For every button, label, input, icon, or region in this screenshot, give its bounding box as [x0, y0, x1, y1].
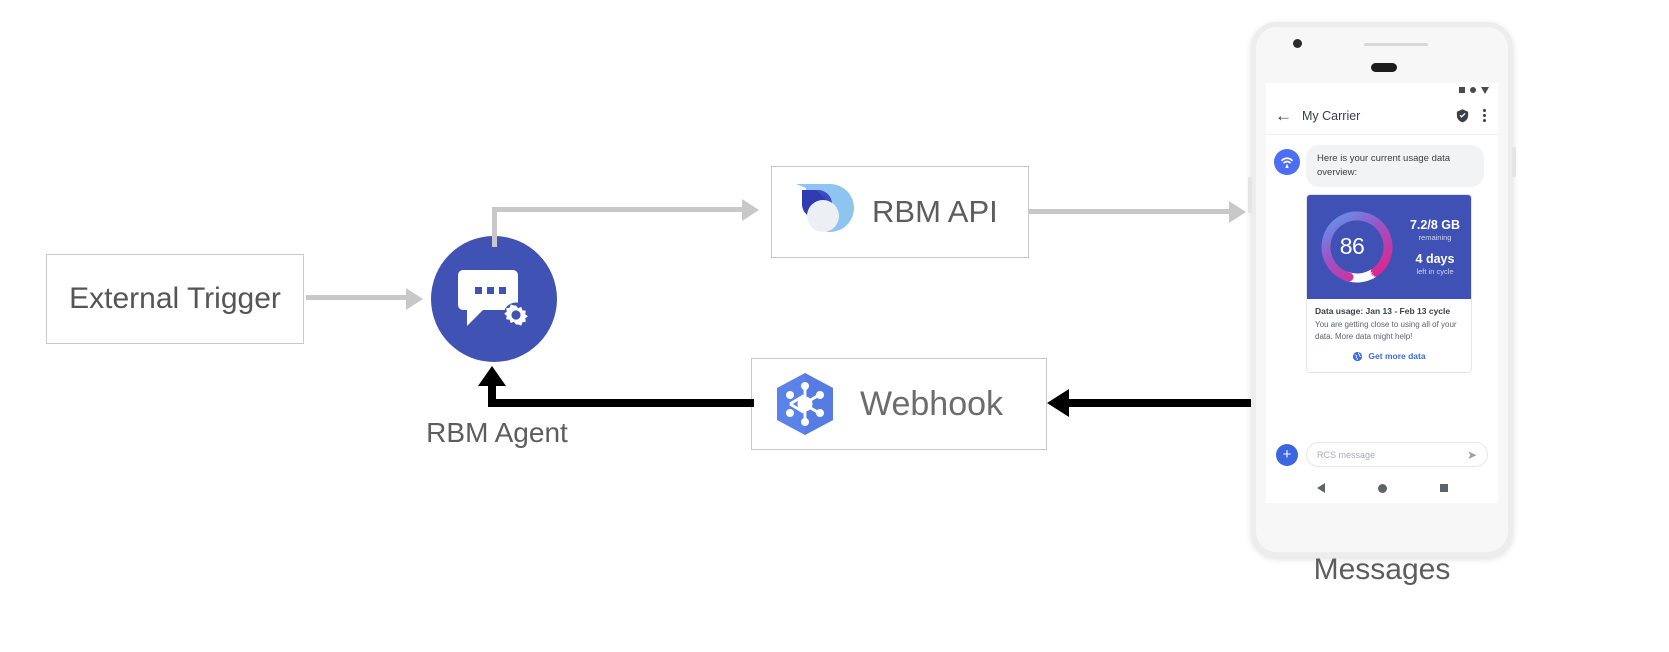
- external-trigger-label: External Trigger: [69, 282, 281, 315]
- carrier-signal-icon: [1274, 149, 1300, 175]
- card-stats: 7.2/8 GB remaining 4 days left in cycle: [1399, 195, 1471, 299]
- overflow-menu-icon[interactable]: [1480, 109, 1489, 122]
- edge-api-to-phone: [1029, 209, 1229, 214]
- edge-trigger-to-agent: [306, 295, 406, 300]
- message-composer: + RCS message ➤: [1266, 442, 1498, 467]
- edge-webhook-to-agent-arrowhead: [478, 366, 506, 386]
- card-description: You are getting close to using all of yo…: [1315, 319, 1457, 341]
- messages-label: Messages: [1313, 553, 1451, 586]
- edge-webhook-to-agent-vertical: [488, 385, 496, 407]
- circle-icon: [1470, 87, 1476, 93]
- globe-icon: [1353, 351, 1363, 361]
- conversation-title: My Carrier: [1302, 108, 1361, 123]
- rcs-message-input[interactable]: RCS message ➤: [1306, 442, 1488, 467]
- gauge-unit: %: [1365, 270, 1375, 282]
- square-icon: [1459, 87, 1465, 93]
- android-nav-bar: [1266, 473, 1498, 503]
- webhook-box[interactable]: Webhook: [751, 358, 1047, 450]
- edge-phone-to-webhook: [1069, 399, 1259, 407]
- edge-agent-to-api-vertical: [492, 207, 497, 247]
- send-icon[interactable]: ➤: [1466, 447, 1477, 462]
- back-nav-icon[interactable]: [1316, 483, 1325, 493]
- volume-button[interactable]: [1248, 177, 1252, 213]
- chat-gear-icon: [458, 270, 529, 328]
- get-more-data-label: Get more data: [1368, 351, 1426, 362]
- conversation-area: Here is your current usage data overview…: [1266, 135, 1498, 373]
- front-camera-icon: [1293, 39, 1302, 48]
- triangle-icon: [1481, 86, 1489, 94]
- rbm-api-box[interactable]: RBM API: [771, 166, 1029, 258]
- home-nav-icon[interactable]: [1377, 483, 1387, 493]
- verified-shield-icon: [1456, 109, 1469, 123]
- phone-mockup: ← My Carrier: [1248, 22, 1516, 557]
- back-arrow-icon[interactable]: ←: [1275, 106, 1292, 125]
- earpiece-speaker: [1371, 63, 1397, 72]
- incoming-message-row: Here is your current usage data overview…: [1274, 145, 1490, 187]
- stat-data-remaining: 7.2/8 GB remaining: [1410, 218, 1460, 242]
- recents-nav-icon[interactable]: [1439, 484, 1448, 492]
- edge-agent-to-api-horizontal: [492, 207, 742, 212]
- external-trigger-box[interactable]: External Trigger: [46, 254, 304, 344]
- card-title: Data usage: Jan 13 - Feb 13 cycle: [1315, 305, 1451, 316]
- stat-data-value: 7.2/8 GB: [1409, 217, 1461, 232]
- gauge-number: 86: [1339, 233, 1365, 260]
- usage-gauge: 86 %: [1317, 207, 1397, 287]
- rich-card[interactable]: 86 % 7.2/8 GB remaining 4 days lef: [1306, 193, 1472, 373]
- power-button[interactable]: [1512, 147, 1516, 177]
- rbm-api-icon: [796, 184, 854, 232]
- phone-chin: [1256, 504, 1508, 552]
- top-speaker-grill: [1364, 43, 1428, 46]
- stat-days-label: left in cycle: [1416, 266, 1454, 276]
- rbm-agent-label: RBM Agent: [426, 417, 568, 448]
- edge-agent-to-api-arrowhead: [742, 199, 759, 221]
- stat-days-left: 4 days left in cycle: [1416, 252, 1455, 276]
- edge-webhook-to-agent-horizontal: [492, 399, 754, 407]
- edge-phone-to-webhook-arrowhead: [1047, 389, 1069, 417]
- card-hero: 86 % 7.2/8 GB remaining 4 days lef: [1307, 194, 1471, 299]
- rcs-message-placeholder: RCS message: [1317, 449, 1376, 460]
- add-icon[interactable]: +: [1276, 443, 1298, 466]
- rbm-agent-node[interactable]: [431, 236, 557, 362]
- app-bar: ← My Carrier: [1266, 97, 1498, 135]
- get-more-data-button[interactable]: Get more data: [1315, 343, 1463, 367]
- gauge-percent-value: 86 %: [1317, 207, 1397, 287]
- phone-screen: ← My Carrier: [1266, 83, 1498, 503]
- message-bubble: Here is your current usage data overview…: [1306, 145, 1484, 187]
- stat-days-value: 4 days: [1415, 251, 1455, 266]
- webhook-label: Webhook: [860, 384, 1004, 423]
- card-body: Data usage: Jan 13 - Feb 13 cycle You ar…: [1307, 299, 1471, 372]
- edge-api-to-phone-arrowhead: [1229, 201, 1246, 223]
- edge-trigger-to-agent-arrowhead: [406, 288, 423, 310]
- stat-data-label: remaining: [1418, 232, 1452, 242]
- status-bar: [1266, 83, 1498, 97]
- webhook-hexagon-icon: [777, 373, 833, 435]
- rbm-api-label: RBM API: [872, 194, 998, 229]
